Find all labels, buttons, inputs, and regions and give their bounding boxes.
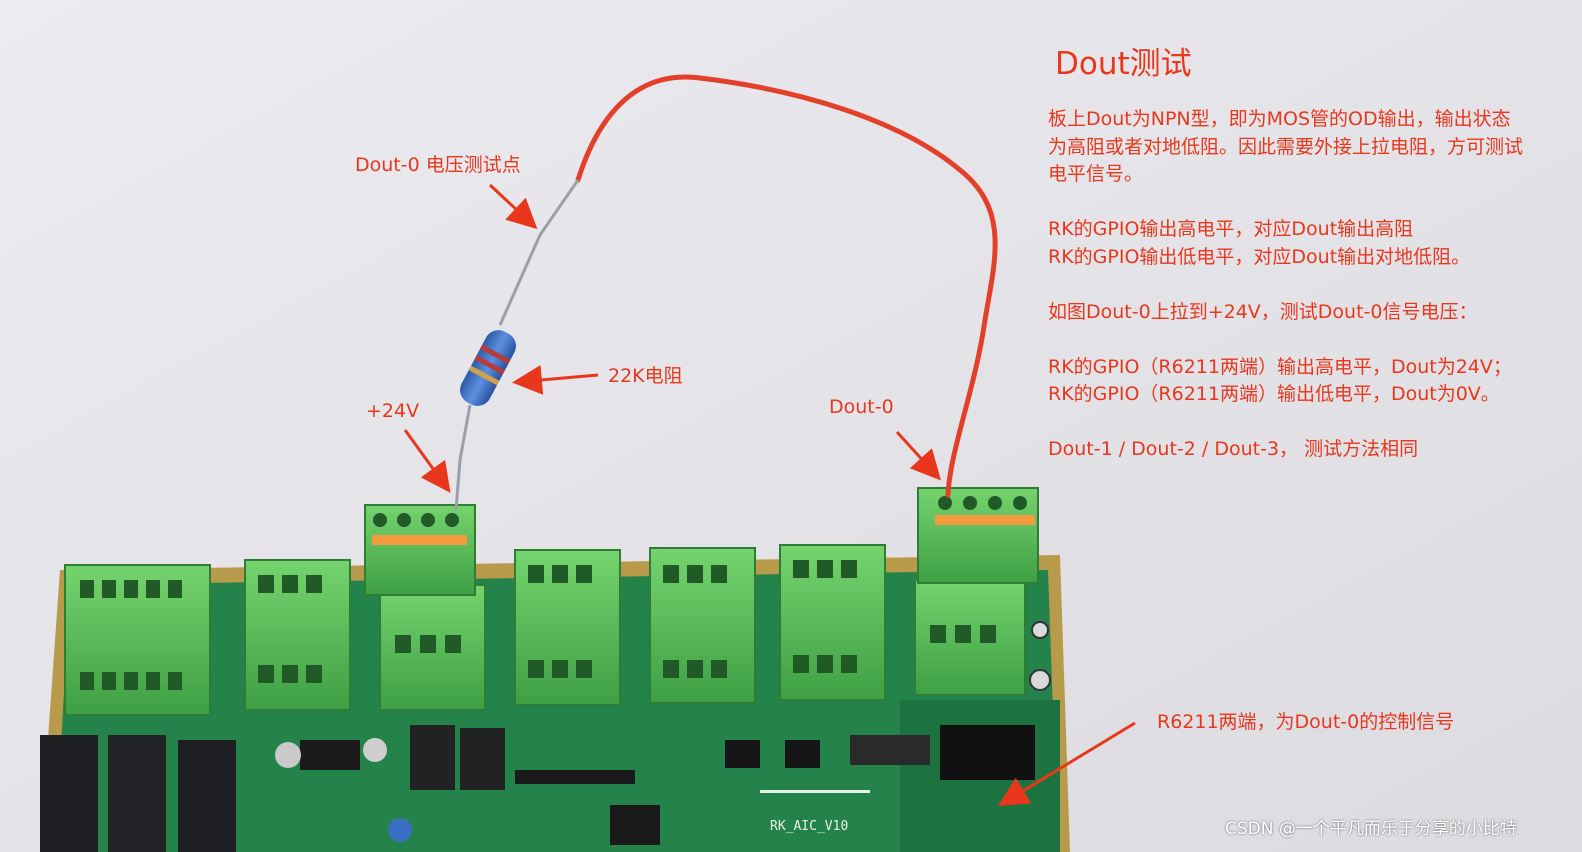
resistor-22k [460,330,516,406]
label-test-point: Dout-0 电压测试点 [355,154,521,176]
terminal-slots [80,496,1027,690]
annotation-arrows [403,183,1136,807]
note-line: 电平信号。 [1048,163,1144,185]
label-plus24v: +24V [366,400,420,422]
red-wire [575,74,998,498]
arrow-r6211 [997,721,1136,807]
note-line: RK的GPIO输出低电平，对应Dout输出对地低阻。 [1048,245,1471,268]
label-r6211: R6211两端，为Dout-0的控制信号 [1157,711,1455,733]
note-line: RK的GPIO（R6211两端）输出高电平，Dout为24V； [1048,355,1512,378]
label-resistor: 22K电阻 [608,365,683,387]
note-line: 如图Dout-0上拉到+24V，测试Dout-0信号电压： [1048,300,1478,323]
resistor-lead [454,179,580,511]
page-title: Dout测试 [1055,46,1192,82]
note-line: RK的GPIO（R6211两端）输出低电平，Dout为0V。 [1048,383,1500,405]
watermark: CSDN @一个平凡而乐于分享的小比特 [1225,819,1517,839]
note-line: 为高阻或者对地低阻。因此需要外接上拉电阻，方可测试 [1048,135,1524,158]
note-line: Dout-1 / Dout-2 / Dout-3， 测试方法相同 [1048,438,1419,460]
board-silkscreen: RK_AIC_V10 [770,819,848,834]
arrow-resistor [512,364,599,395]
arrow-test-point [488,183,538,230]
notes-block: 板上Dout为NPN型，即为MOS管的OD输出，输出状态 为高阻或者对地低阻。因… [1048,106,1578,464]
label-dout0: Dout-0 [829,396,894,418]
note-line: RK的GPIO输出高电平，对应Dout输出高阻 [1048,218,1414,240]
arrow-plus24v [403,429,451,493]
arrow-dout0 [895,430,942,481]
note-line: 板上Dout为NPN型，即为MOS管的OD输出，输出状态 [1048,108,1511,130]
